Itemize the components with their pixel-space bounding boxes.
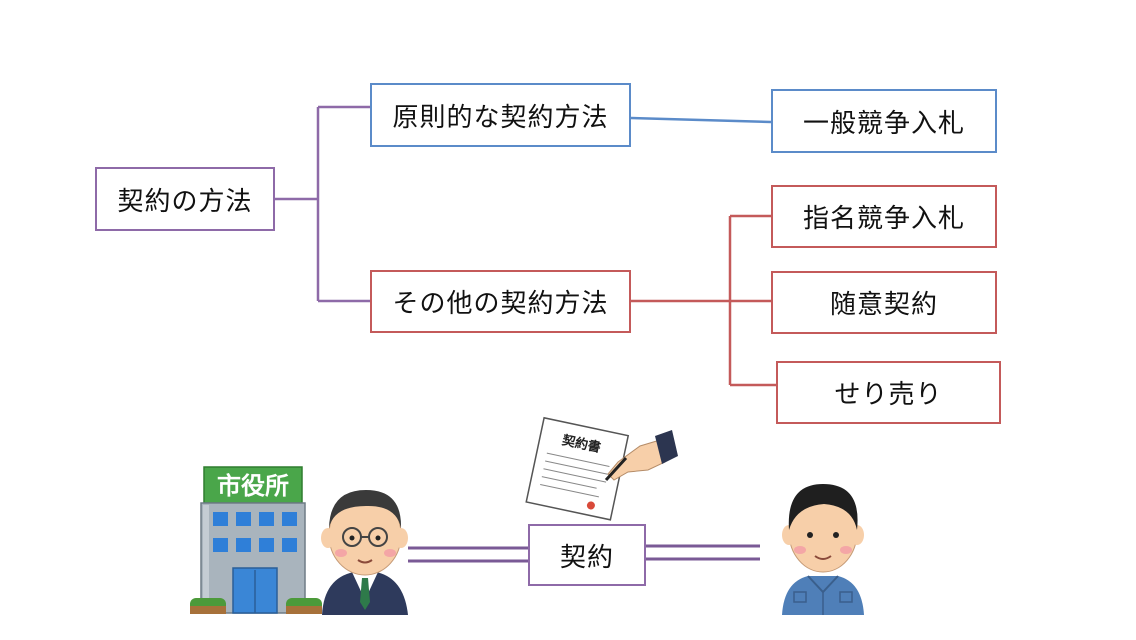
city-hall-building-icon: 市役所 [190, 466, 322, 614]
leaf-designated-tender: 指名競争入札 [771, 185, 997, 248]
leaf-negotiated-contract: 随意契約 [771, 271, 997, 334]
principal-connector [630, 116, 772, 124]
contractor-person-icon [782, 484, 864, 615]
contract-label: 契約 [528, 524, 646, 586]
building-sign: 市役所 [217, 472, 289, 500]
city-official-person-icon [321, 490, 408, 615]
leaf-general-tender: 一般競争入札 [771, 89, 997, 153]
signing-hand-icon [604, 430, 678, 482]
contract-link-lines [408, 544, 760, 563]
root-node: 契約の方法 [95, 167, 275, 231]
leaf-auction: せり売り [776, 361, 1001, 424]
branch-other: その他の契約方法 [370, 270, 631, 333]
root-connector [275, 105, 370, 303]
branch-principal: 原則的な契約方法 [370, 83, 631, 147]
contract-document-icon: 契約書 [525, 416, 630, 521]
other-connector [631, 214, 776, 387]
